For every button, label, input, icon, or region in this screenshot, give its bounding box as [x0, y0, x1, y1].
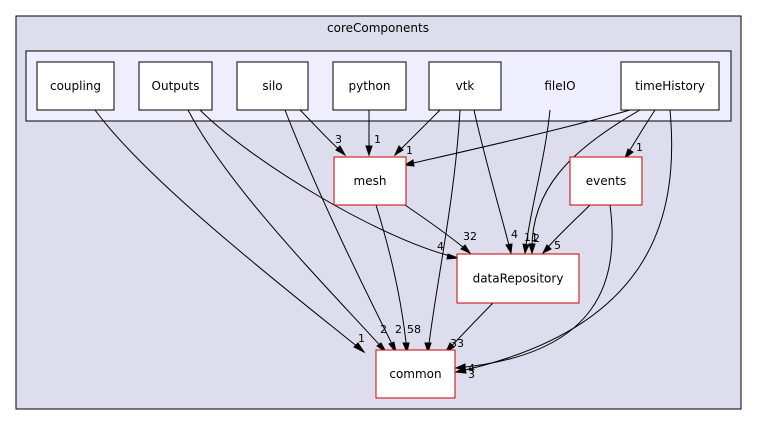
edge-timeHistory-mesh-path: [404, 109, 631, 166]
edge-events-dataRepository-arrow: [541, 244, 552, 255]
edge-timeHistory-dataRepository-label: 2: [533, 232, 540, 245]
node-events-box: [569, 156, 643, 206]
node-coupling-box: [36, 61, 115, 111]
edge-vtk-dataRepository-path: [473, 109, 512, 254]
edge-fileIO-dataRepository[interactable]: 11: [522, 109, 551, 255]
node-coupling-label: coupling: [50, 79, 101, 93]
node-timeHistory[interactable]: timeHistory: [620, 61, 720, 111]
node-events-label: events: [586, 174, 626, 188]
node-common[interactable]: common: [375, 349, 456, 399]
edge-Outputs-common-label: 2: [380, 323, 387, 336]
node-Outputs-box: [138, 61, 213, 111]
node-timeHistory-box: [620, 61, 720, 111]
cluster-coreComponents-label: coreComponents: [327, 21, 429, 35]
node-silo-label: silo: [262, 79, 282, 93]
edge-timeHistory-dataRepository-path: [531, 109, 641, 254]
edge-mesh-common-label: 58: [407, 323, 421, 336]
edge-timeHistory-events[interactable]: 1: [624, 109, 656, 160]
edge-mesh-common[interactable]: 58: [375, 204, 421, 354]
cluster-fileIO-label: fileIO: [544, 79, 575, 93]
node-Outputs-label: Outputs: [152, 79, 200, 93]
node-coupling[interactable]: coupling: [36, 61, 115, 111]
node-common-label: common: [389, 367, 441, 381]
edge-timeHistory-events-arrow: [624, 148, 634, 160]
edge-timeHistory-dataRepository-arrow: [528, 243, 536, 255]
edge-vtk-common-arrow: [424, 342, 432, 354]
node-python[interactable]: python: [332, 61, 407, 111]
edge-coupling-common-arrow: [353, 342, 366, 354]
edge-Outputs-common[interactable]: 2: [187, 109, 387, 353]
node-silo-box: [236, 61, 309, 111]
edge-vtk-common-path: [427, 109, 461, 353]
node-dataRepository-label: dataRepository: [473, 272, 564, 286]
node-vtk-box: [428, 61, 502, 111]
edge-events-common-arrow: [454, 363, 466, 371]
node-timeHistory-label: timeHistory: [635, 79, 705, 93]
node-silo[interactable]: silo: [236, 61, 309, 111]
edge-coupling-common-label: 1: [358, 332, 365, 345]
edge-mesh-dataRepository-label: 32: [463, 230, 477, 243]
node-mesh-box: [333, 156, 407, 206]
node-dataRepository-box: [456, 253, 580, 304]
edge-python-mesh[interactable]: 1: [365, 110, 381, 157]
edge-events-common[interactable]: 4: [454, 204, 613, 375]
edge-vtk-dataRepository-arrow: [505, 243, 513, 255]
node-python-box: [332, 61, 407, 111]
edge-Outputs-dataRepository-arrow: [446, 253, 459, 260]
edge-fileIO-dataRepository-arrow: [522, 243, 530, 255]
edge-vtk-dataRepository[interactable]: 4: [473, 109, 518, 255]
edge-silo-mesh[interactable]: 3: [299, 109, 347, 157]
edge-vtk-dataRepository-label: 4: [511, 228, 518, 241]
edge-fileIO-dataRepository-path: [524, 109, 551, 254]
edge-timeHistory-common-label: 3: [468, 368, 475, 381]
edge-timeHistory-common-path: [455, 109, 673, 373]
edge-timeHistory-events-label: 1: [636, 141, 643, 154]
node-common-box: [375, 349, 456, 399]
edge-dataRepository-common[interactable]: 33: [444, 302, 494, 354]
node-python-label: python: [349, 79, 391, 93]
edge-timeHistory-mesh-arrow: [403, 159, 415, 167]
edge-mesh-common-path: [375, 204, 408, 353]
edge-coupling-common-path: [94, 109, 365, 353]
edge-mesh-dataRepository-arrow: [460, 244, 472, 255]
edge-mesh-dataRepository[interactable]: 32: [404, 204, 477, 255]
edge-vtk-mesh-label: 1: [406, 144, 413, 157]
node-events[interactable]: events: [569, 156, 643, 206]
edge-vtk-mesh[interactable]: 1: [393, 109, 441, 157]
edge-python-mesh-label: 1: [374, 133, 381, 146]
edge-Outputs-dataRepository[interactable]: [199, 109, 459, 260]
edge-events-dataRepository[interactable]: 5: [541, 204, 591, 255]
node-mesh[interactable]: mesh: [333, 156, 407, 206]
node-vtk-label: vtk: [456, 79, 475, 93]
edge-vtk-common[interactable]: 4: [424, 109, 461, 354]
node-vtk[interactable]: vtk: [428, 61, 502, 111]
node-mesh-label: mesh: [354, 174, 387, 188]
edge-Outputs-dataRepository-path: [199, 109, 459, 259]
edge-silo-mesh-arrow: [335, 145, 347, 157]
node-Outputs[interactable]: Outputs: [138, 61, 213, 111]
edge-events-common-path: [455, 204, 613, 369]
edge-Outputs-common-path: [187, 109, 387, 353]
edges: 1 2 3 2 1 1: [94, 109, 673, 381]
edge-silo-mesh-label: 3: [335, 133, 342, 146]
edge-silo-common-label: 2: [395, 323, 402, 336]
edge-vtk-common-label: 4: [437, 240, 444, 253]
edge-timeHistory-dataRepository[interactable]: 2: [528, 109, 641, 255]
edge-events-dataRepository-label: 5: [554, 239, 561, 252]
edge-fileIO-dataRepository-label: 11: [524, 231, 538, 244]
edge-coupling-common[interactable]: 1: [94, 109, 366, 354]
edge-events-common-label: 4: [468, 362, 475, 375]
edge-python-mesh-arrow: [365, 145, 373, 157]
edge-silo-common-path: [284, 109, 397, 353]
node-dataRepository[interactable]: dataRepository: [456, 253, 580, 304]
edge-vtk-mesh-arrow: [393, 145, 404, 157]
edge-dataRepository-common-label: 33: [450, 337, 464, 350]
